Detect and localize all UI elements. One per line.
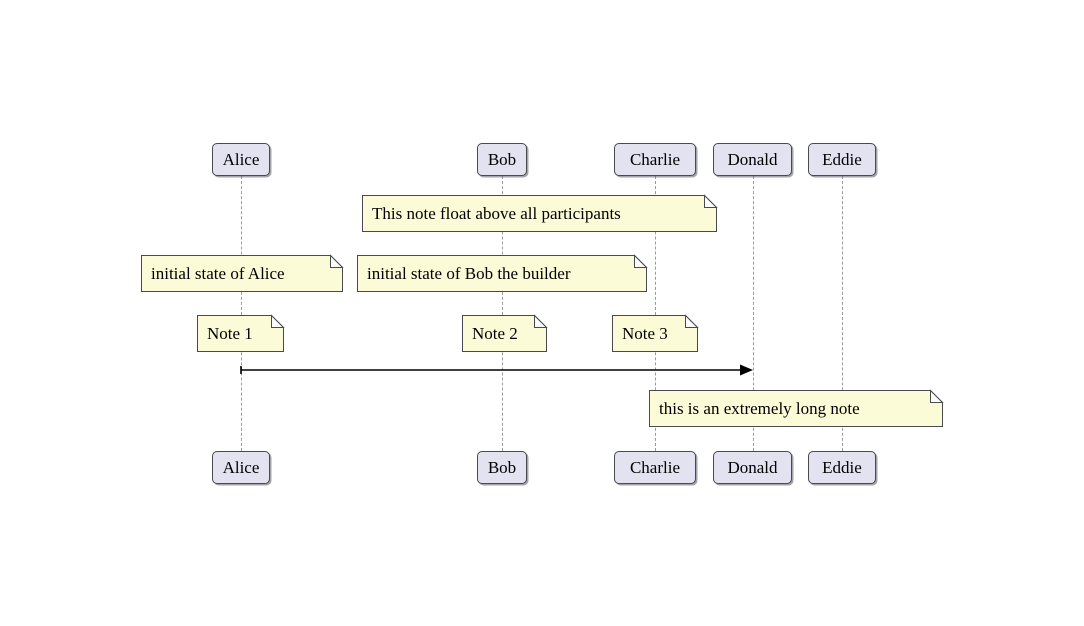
- note-fold-icon: [271, 314, 285, 328]
- note-long[interactable]: this is an extremely long note: [649, 389, 944, 427]
- lifeline-charlie: [655, 176, 656, 451]
- participant-label: Donald: [727, 458, 778, 477]
- note-body: [357, 255, 647, 292]
- note-body: [649, 390, 943, 427]
- note-3[interactable]: Note 3: [612, 314, 699, 352]
- participant-top-donald[interactable]: Donald: [713, 143, 792, 176]
- note-bob-initial[interactable]: initial state of Bob the builder: [357, 254, 648, 292]
- participant-bottom-donald[interactable]: Donald: [713, 451, 792, 484]
- participant-label: Charlie: [629, 150, 681, 169]
- note-fold-icon: [704, 194, 718, 208]
- participant-bottom-alice[interactable]: Alice: [212, 451, 270, 484]
- note-body: [462, 315, 547, 352]
- note-body: [362, 195, 717, 232]
- participant-label: Donald: [727, 150, 778, 169]
- participant-label: Alice: [222, 458, 260, 477]
- note-text: Note 1: [207, 324, 253, 343]
- note-text: initial state of Alice: [151, 264, 285, 283]
- participant-bottom-eddie[interactable]: Eddie: [808, 451, 876, 484]
- lifeline-alice: [241, 176, 242, 451]
- note-body: [141, 255, 343, 292]
- participant-label: Bob: [487, 150, 517, 169]
- note-text: Note 2: [472, 324, 518, 343]
- arrowhead-icon: [740, 364, 753, 376]
- participant-top-charlie[interactable]: Charlie: [614, 143, 696, 176]
- note-fold-icon: [685, 314, 699, 328]
- note-fold-icon: [534, 314, 548, 328]
- note-1[interactable]: Note 1: [197, 314, 285, 352]
- lifeline-bob: [502, 176, 503, 451]
- note-text: This note float above all participants: [372, 204, 621, 223]
- note-fold-icon: [930, 389, 944, 403]
- participant-label: Eddie: [822, 150, 862, 169]
- message-alice-to-donald[interactable]: [229, 358, 765, 382]
- note-alice-initial[interactable]: initial state of Alice: [141, 254, 344, 292]
- participant-label: Eddie: [822, 458, 862, 477]
- participant-top-eddie[interactable]: Eddie: [808, 143, 876, 176]
- note-float-above[interactable]: This note float above all participants: [362, 194, 718, 232]
- participant-top-alice[interactable]: Alice: [212, 143, 270, 176]
- note-text: this is an extremely long note: [659, 399, 860, 418]
- participant-bottom-charlie[interactable]: Charlie: [614, 451, 696, 484]
- lifeline-donald: [753, 176, 754, 451]
- lifeline-eddie: [842, 176, 843, 451]
- note-text: Note 3: [622, 324, 668, 343]
- participant-top-bob[interactable]: Bob: [477, 143, 527, 176]
- note-fold-icon: [330, 254, 344, 268]
- note-fold-icon: [634, 254, 648, 268]
- note-2[interactable]: Note 2: [462, 314, 548, 352]
- participant-label: Bob: [487, 458, 517, 477]
- note-body: [612, 315, 698, 352]
- participant-bottom-bob[interactable]: Bob: [477, 451, 527, 484]
- participant-label: Alice: [222, 150, 260, 169]
- note-text: initial state of Bob the builder: [367, 264, 571, 283]
- participant-label: Charlie: [629, 458, 681, 477]
- note-body: [197, 315, 284, 352]
